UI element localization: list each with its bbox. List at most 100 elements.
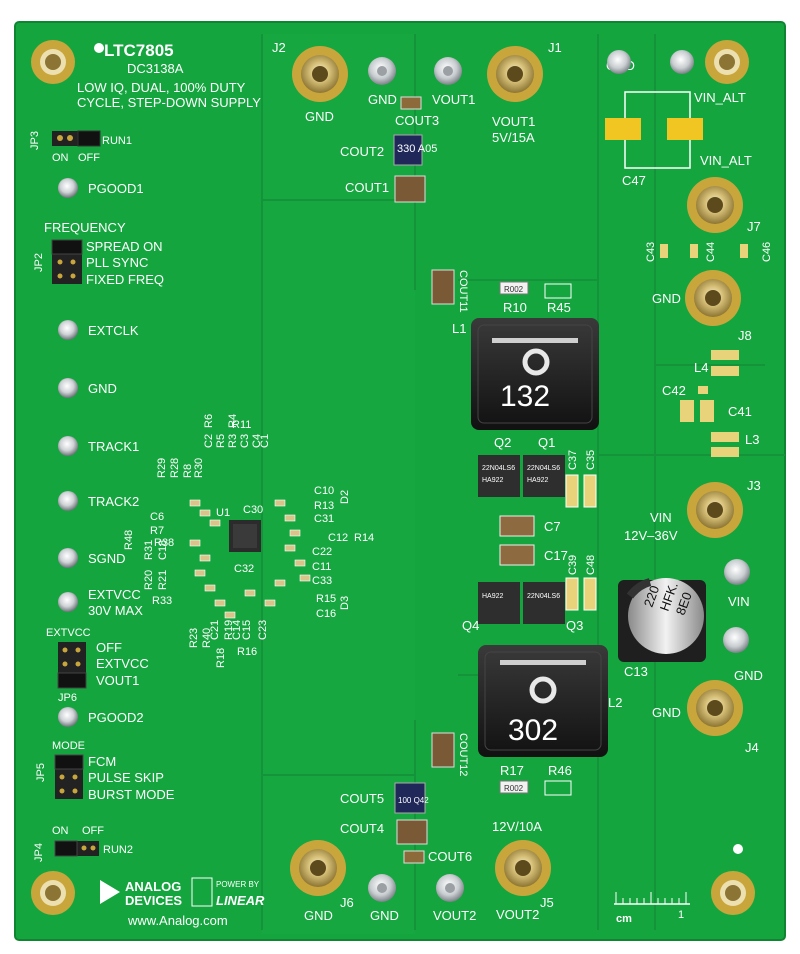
testpoint-vout2[interactable] xyxy=(436,874,464,902)
track2-label: TRACK2 xyxy=(88,494,139,509)
controller-refdes: R4 xyxy=(227,414,239,428)
controller-refdes: R7 xyxy=(150,525,164,537)
l3-label: L3 xyxy=(745,432,759,447)
testpoint-gnd-bottom[interactable] xyxy=(368,874,396,902)
controller-refdes: R13 xyxy=(314,500,334,512)
c13-marking-lot: 8E0 xyxy=(673,590,695,617)
testpoint-pgood1[interactable] xyxy=(58,178,78,198)
c35-label: C35 xyxy=(585,450,597,470)
gnd-top-label: GND xyxy=(368,92,397,107)
testpoint-track2[interactable] xyxy=(58,491,78,511)
testpoint-sgnd[interactable] xyxy=(58,548,78,568)
testpoint-gnd-top[interactable] xyxy=(368,57,396,85)
vout2-label: VOUT2 xyxy=(496,907,539,922)
terminal-j4[interactable] xyxy=(687,680,743,736)
c42-label: C42 xyxy=(662,383,686,398)
jumper-jp3[interactable] xyxy=(52,130,101,147)
sgnd-label: SGND xyxy=(88,551,126,566)
j2-label: J2 xyxy=(272,40,286,55)
mode-option: PULSE SKIP xyxy=(88,770,164,785)
analog-devices-logo: ANALOG DEVICES xyxy=(100,879,182,908)
testpoint-input-gnd[interactable] xyxy=(607,50,631,74)
testpoint-track1[interactable] xyxy=(58,436,78,456)
controller-ic-u1 xyxy=(229,520,261,552)
testpoint-extvcc[interactable] xyxy=(58,592,78,612)
controller-refdes: C31 xyxy=(314,513,334,525)
controller-refdes: C1 xyxy=(259,434,271,448)
controller-refdes: C12 xyxy=(328,532,348,544)
inductor-l1: 132 xyxy=(471,318,599,430)
electrolytic-capacitor-c13: 220 HFK. 8E0 xyxy=(618,578,706,662)
scale-ruler xyxy=(614,892,690,905)
terminal-j1[interactable] xyxy=(487,46,543,102)
jp6-option: OFF xyxy=(96,640,122,655)
j6-label: J6 xyxy=(340,895,354,910)
track1-label: TRACK1 xyxy=(88,439,139,454)
q2-marking: 22N04LS6 xyxy=(482,465,515,472)
jumper-jp2[interactable] xyxy=(51,239,83,284)
cout11-label: COUT11 xyxy=(457,270,469,313)
mounting-hole xyxy=(711,871,755,915)
j4-gnd-label: GND xyxy=(652,705,681,720)
powered-by-linear-logo: POWER BY LINEAR xyxy=(191,877,265,908)
vout2-pin-label: VOUT2 xyxy=(433,908,476,923)
terminal-j8[interactable] xyxy=(685,270,741,326)
vin-range: 12V–36V xyxy=(624,528,678,543)
capacitor-cout5: 100 Q42 xyxy=(394,782,429,814)
terminal-j7[interactable] xyxy=(687,177,743,233)
pgood1-label: PGOOD1 xyxy=(88,181,144,196)
smd-component xyxy=(199,509,211,517)
smd-component xyxy=(264,599,276,607)
jp3-off: OFF xyxy=(78,152,100,164)
jp4-off: OFF xyxy=(82,825,104,837)
testpoint-vout1-top[interactable] xyxy=(434,57,462,85)
cout5-marking: 100 Q42 xyxy=(398,796,429,805)
jumper-jp4[interactable] xyxy=(54,840,99,857)
l1-marking: 132 xyxy=(500,380,550,413)
jumper-jp6[interactable] xyxy=(57,642,87,689)
jp6-label: JP6 xyxy=(58,692,77,704)
adi-logo-line2: DEVICES xyxy=(125,893,182,908)
frequency-title: FREQUENCY xyxy=(44,220,126,235)
terminal-j6[interactable] xyxy=(290,840,346,896)
cout12-label: COUT12 xyxy=(457,733,469,776)
terminal-j2[interactable] xyxy=(292,46,348,102)
testpoint-extclk[interactable] xyxy=(58,320,78,340)
terminal-j3[interactable] xyxy=(687,482,743,538)
q2-marking-lot: HA922 xyxy=(482,477,504,484)
controller-refdes: R31 xyxy=(143,540,155,560)
mode-title: MODE xyxy=(52,740,85,752)
extvcc-label: EXTVCC xyxy=(88,587,141,602)
cout2-label: COUT2 xyxy=(340,144,384,159)
smd-component xyxy=(284,544,296,552)
cout2-marking: 330 A05 xyxy=(397,143,437,155)
testpoint-pgood2[interactable] xyxy=(58,707,78,727)
smd-component xyxy=(199,554,211,562)
controller-refdes: C23 xyxy=(257,620,269,640)
website-url: www.Analog.com xyxy=(127,913,228,928)
q4-marking: HA922 xyxy=(482,593,504,600)
smd-component xyxy=(244,589,256,597)
mosfet-q3: 22N04LS6 xyxy=(523,582,565,624)
freq-option: FIXED FREQ xyxy=(86,272,164,287)
l1-label: L1 xyxy=(452,321,466,336)
testpoint-vin[interactable] xyxy=(724,559,750,585)
capacitor-c47-footprint xyxy=(605,91,703,169)
r46-label: R46 xyxy=(548,763,572,778)
gnd-bottom-label: GND xyxy=(370,908,399,923)
r45-label: R45 xyxy=(547,300,571,315)
smd-component xyxy=(274,579,286,587)
testpoint-vin-alt-top[interactable] xyxy=(670,50,694,74)
mounting-hole xyxy=(705,40,749,84)
jumper-jp5[interactable] xyxy=(54,754,84,799)
vout2-spec: 12V/10A xyxy=(492,819,542,834)
controller-refdes: R11 xyxy=(232,419,251,431)
jp3-on: ON xyxy=(52,152,69,164)
r10-label: R10 xyxy=(503,300,527,315)
testpoint-gnd[interactable] xyxy=(58,378,78,398)
terminal-j5[interactable] xyxy=(495,840,551,896)
controller-refdes: R15 xyxy=(316,593,336,605)
testpoint-gnd-right[interactable] xyxy=(723,627,749,653)
